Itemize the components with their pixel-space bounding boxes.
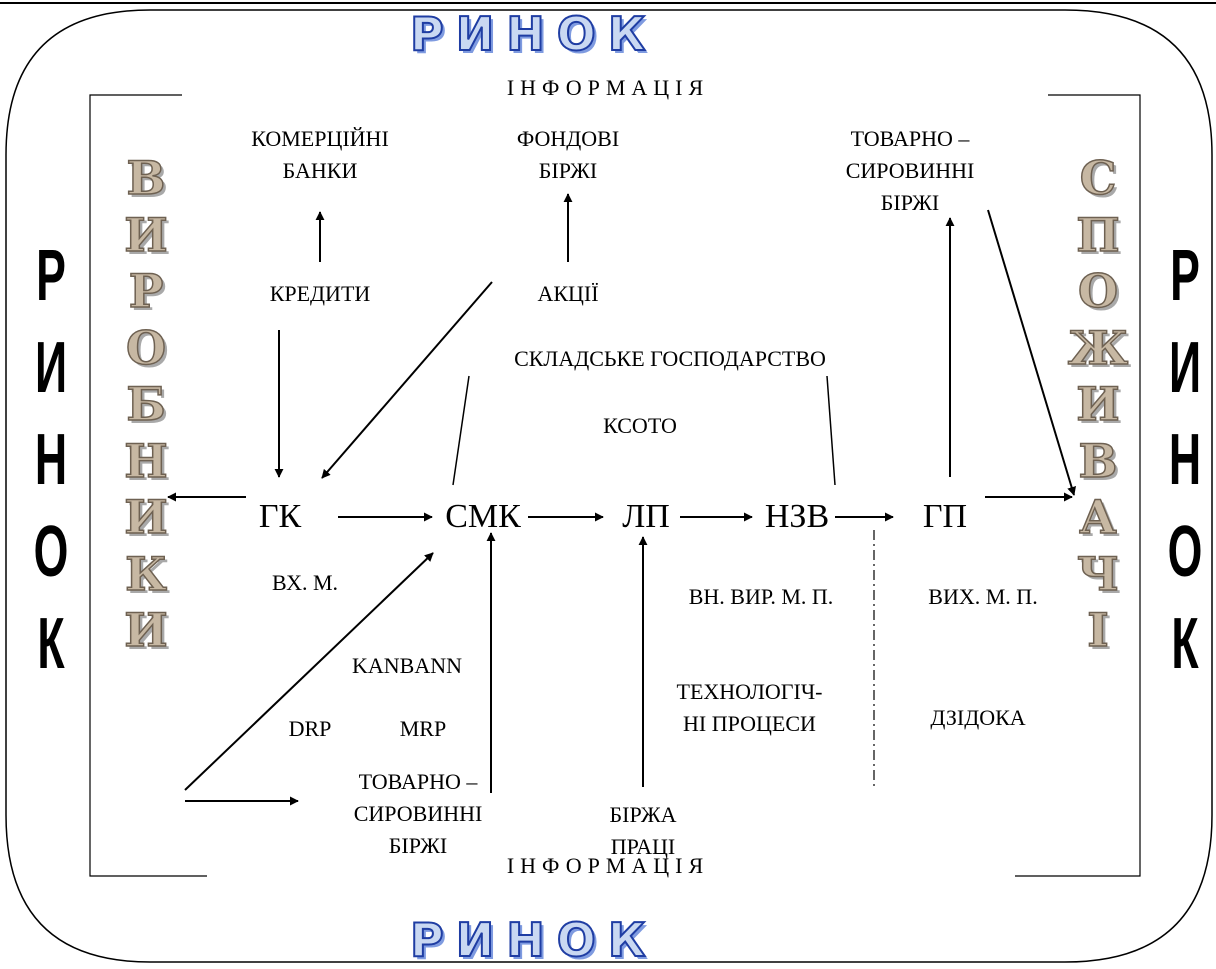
arrow-producers-smk	[184, 552, 434, 791]
tech-processes-label: ТЕХНОЛОГІЧ- НІ ПРОЦЕСИ	[676, 679, 823, 736]
market-frame	[5, 9, 1213, 963]
node-gp: ГП	[922, 498, 968, 535]
node-smk: СМК	[445, 498, 521, 535]
dzidoka-label: ДЗІДОКА	[930, 705, 1026, 730]
internal-mp-label: ВН. ВИР. М. П.	[688, 584, 834, 609]
consumers-vertical: С П О Ж И В А Ч І	[1067, 150, 1129, 657]
ksoto-label: КСОТО	[603, 413, 677, 438]
labor-exchange: БІРЖА ПРАЦІ	[609, 802, 677, 859]
drp-label: DRP	[288, 716, 332, 741]
info-bottom: ІНФОРМАЦІЯ	[506, 853, 710, 878]
shares-label: АКЦІЇ	[537, 281, 599, 306]
commodity-exchanges-top: ТОВАРНО – СИРОВИННІ БІРЖІ	[845, 126, 975, 215]
kanban-label: KANBANN	[352, 653, 462, 678]
info-top: ІНФОРМАЦІЯ	[506, 75, 710, 100]
input-mp-label: ВХ. М.	[271, 570, 339, 595]
stock-exchanges: ФОНДОВІ БІРЖІ	[516, 126, 620, 183]
market-side-right: Р И Н О К	[1167, 236, 1203, 684]
node-nzv: НЗВ	[764, 498, 830, 535]
commercial-banks: КОМЕРЦІЙНІ БАНКИ	[251, 126, 389, 183]
storage-line-left	[452, 375, 470, 486]
output-mp-label: ВИХ. М. П.	[928, 584, 1038, 609]
market-banner-bottom: РИНОК	[409, 913, 658, 967]
storage-line-right	[826, 375, 836, 486]
commodity-exchanges-bottom: ТОВАРНО – СИРОВИННІ БІРЖІ	[353, 769, 483, 858]
market-side-left: Р И Н О К	[33, 236, 69, 684]
market-banner-top: РИНОК	[409, 7, 658, 61]
node-lp: ЛП	[622, 498, 670, 535]
node-gk: ГК	[258, 498, 302, 535]
left-bracket	[89, 94, 207, 877]
arrow-shares-gk	[321, 281, 493, 479]
credits-label: КРЕДИТИ	[269, 281, 371, 306]
right-bracket	[1015, 94, 1141, 877]
producers-vertical: В И Р О Б Н И К И	[124, 150, 169, 657]
arrow-commodity-consumers	[987, 209, 1076, 496]
storage-title: СКЛАДСЬКЕ ГОСПОДАРСТВО	[514, 346, 826, 371]
mrp-label: MRP	[399, 716, 447, 741]
